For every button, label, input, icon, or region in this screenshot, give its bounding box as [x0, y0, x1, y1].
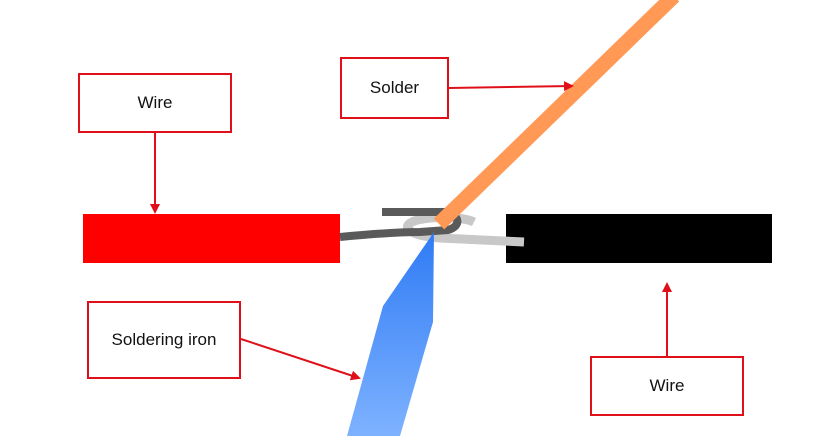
arrow-soldering-iron: [240, 338, 361, 381]
arrow-solder: [448, 81, 574, 92]
soldering-iron-tip: [347, 232, 434, 436]
black-wire-insulation: [506, 214, 772, 263]
wire-right-label: Wire: [590, 356, 744, 416]
soldering-iron-label: Soldering iron: [87, 301, 241, 379]
red-wire-insulation: [83, 214, 340, 263]
wire-left-label: Wire: [78, 73, 232, 133]
solder-label: Solder: [340, 57, 449, 119]
solder-wire: [433, 0, 680, 230]
